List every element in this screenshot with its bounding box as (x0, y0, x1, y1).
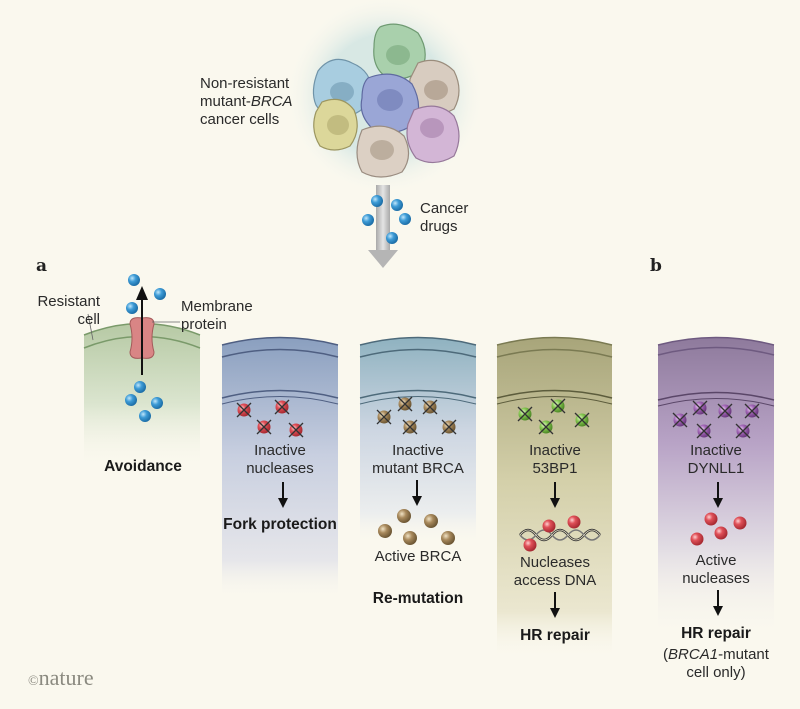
down-arrow-icon (278, 482, 288, 508)
inactive-nucleases (236, 399, 304, 438)
active-brca-label: Active BRCA (374, 548, 462, 565)
down-arrow-icon (412, 480, 422, 506)
drug-molecules-avoidance (125, 274, 166, 422)
hr-repair-outcome-dynll1: HR repair (681, 625, 751, 642)
panel-label-b: b (650, 256, 662, 276)
resistant-cell-label: Resistant cell (37, 293, 100, 328)
cancer-cell (406, 105, 460, 164)
inactive-dynll1-label: Inactive DYNLL1 (687, 442, 745, 477)
fork-protection-outcome: Fork protection (223, 516, 337, 533)
cancer-cell (360, 73, 420, 134)
nucleases-access-dna-label: Nucleases access DNA (513, 554, 597, 589)
nature-logo: ©nature (28, 665, 94, 691)
cancer-cell (356, 125, 410, 178)
membrane-protein-label: Membrane protein (181, 298, 253, 333)
cancer-drugs-label: Cancer drugs (420, 200, 469, 235)
brand-name: nature (38, 665, 94, 690)
cancer-cell (373, 23, 426, 80)
remutation-outcome: Re-mutation (372, 590, 464, 607)
avoidance-outcome: Avoidance (104, 458, 182, 475)
down-arrow-icon (713, 590, 723, 616)
inactive-nucleases-label: Inactive nucleases (246, 442, 314, 477)
cancer-cells-label: Non-resistant mutant-BRCA cancer cells (200, 75, 293, 128)
inactive-53bp1 (517, 398, 590, 435)
down-arrow-icon (550, 482, 560, 508)
inactive-mutant-brca-label: Inactive mutant BRCA (372, 442, 464, 477)
inactive-mutant-brca (376, 396, 457, 435)
inactive-dynll1 (672, 400, 760, 439)
active-brca (378, 509, 455, 545)
cancer-cell-cluster (285, 0, 485, 195)
down-arrow-icon (713, 482, 723, 508)
copyright-symbol: © (28, 674, 39, 689)
brca1-note: (BRCA1-mutant cell only) (663, 646, 769, 681)
efflux-arrow-icon (136, 286, 148, 375)
remutation-cell-graphic (359, 336, 477, 545)
dna-helix-icon (519, 528, 601, 542)
hr-repair-outcome-53bp1: HR repair (520, 627, 590, 644)
inactive-53bp1-label: Inactive 53BP1 (529, 442, 581, 477)
cancer-cell (313, 98, 358, 151)
down-arrow-icon (550, 592, 560, 618)
active-nucleases-label: Active nucleases (682, 552, 750, 587)
nucleases-on-dna (523, 515, 581, 552)
dynll1-cell-graphic (657, 336, 775, 640)
active-nucleases (690, 512, 747, 546)
panel-label-a: a (36, 256, 48, 276)
drug-molecules (362, 195, 411, 244)
